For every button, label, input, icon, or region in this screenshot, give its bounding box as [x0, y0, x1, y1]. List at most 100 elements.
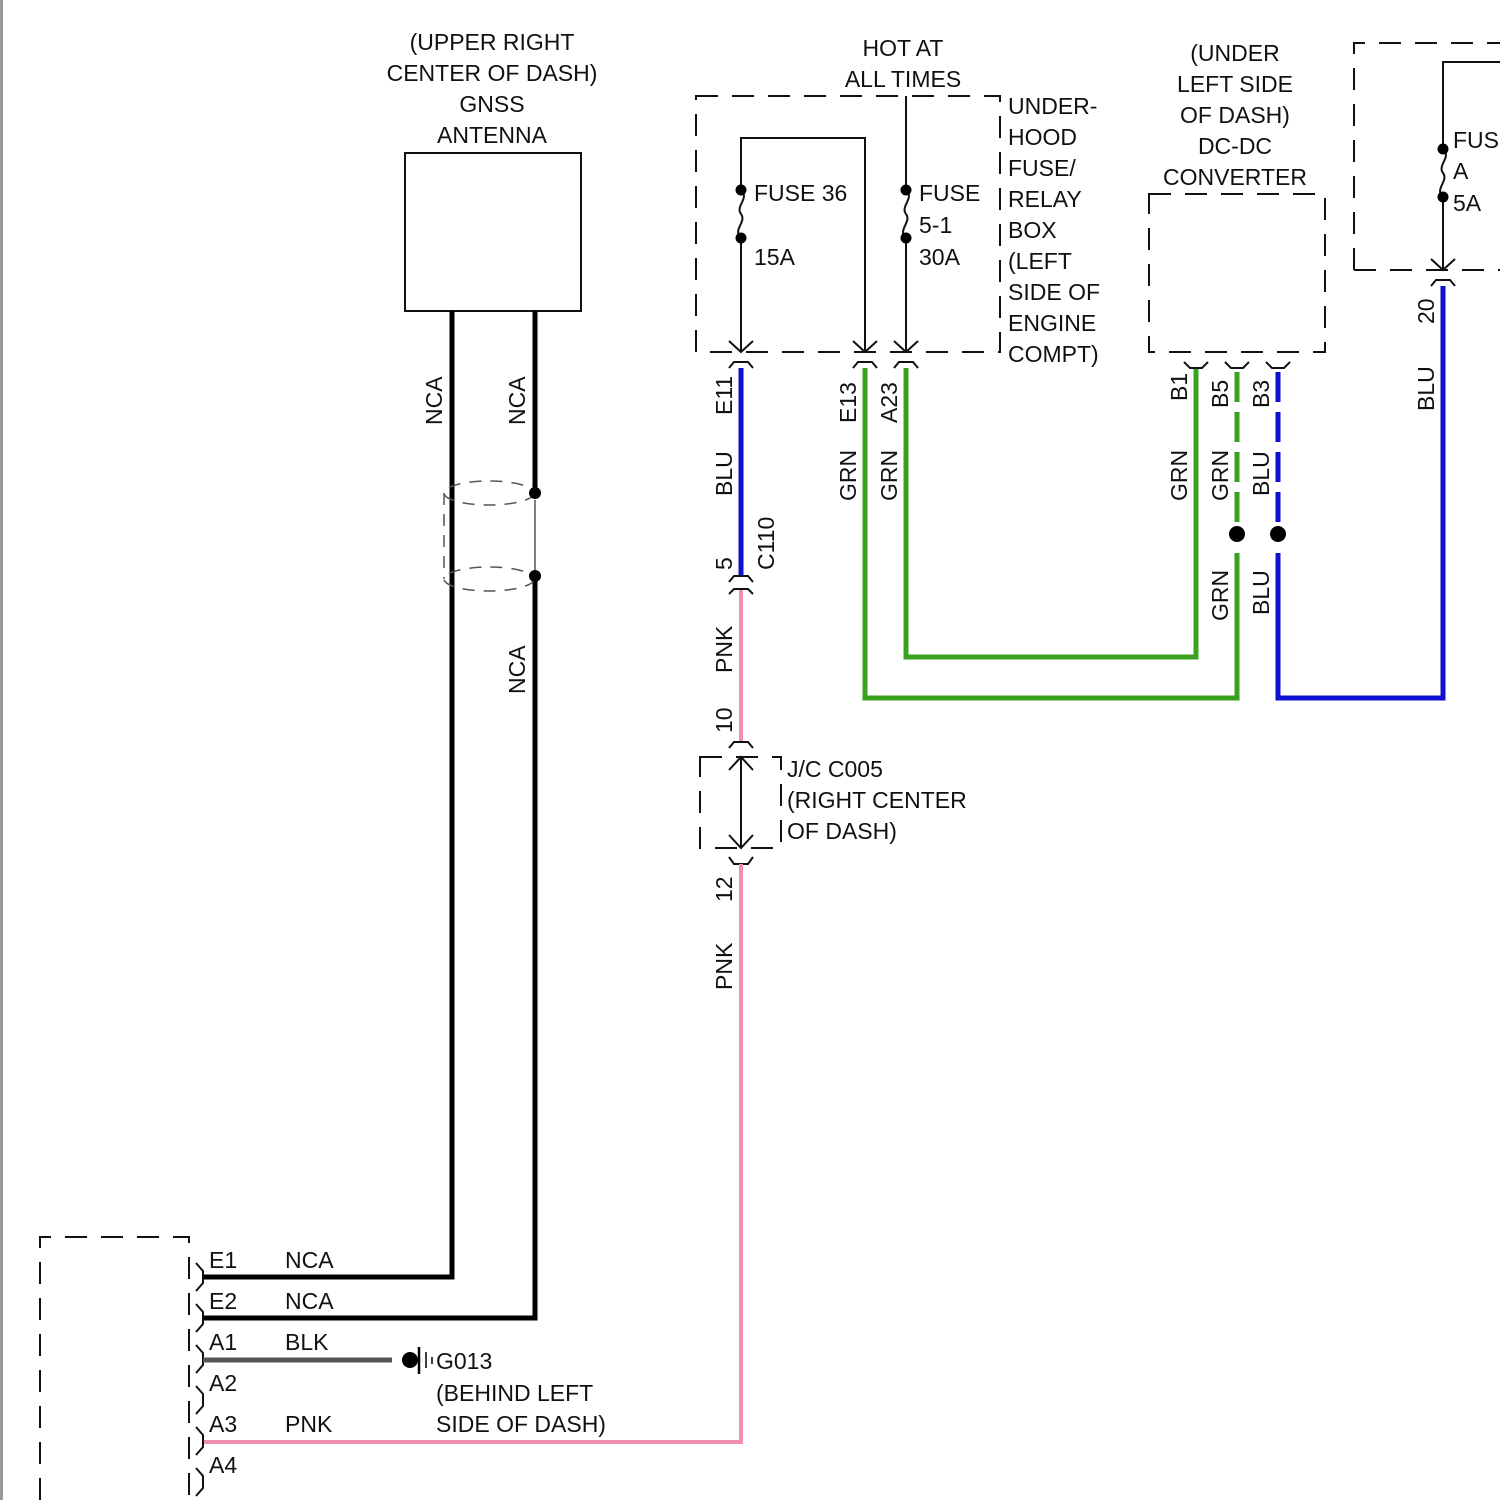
connector-arrow-icons	[1184, 362, 1290, 368]
connector-bracket-icon	[196, 1304, 203, 1332]
antenna-location-line2: CENTER OF DASH)	[387, 60, 598, 86]
module-outline	[40, 1237, 189, 1500]
module-pin-label: A3	[209, 1411, 237, 1437]
wire-nca-e1[interactable]	[203, 311, 452, 1277]
splice-dot-icon	[1270, 526, 1286, 542]
right-fuse-rating: 5A	[1453, 190, 1482, 216]
right-fuse-label1: FUS	[1453, 127, 1499, 153]
ground-location-line2: SIDE OF DASH)	[436, 1411, 606, 1437]
pin-label-20: 20	[1413, 298, 1439, 324]
module-pin-label: E2	[209, 1288, 237, 1314]
connector-bracket-icon	[196, 1386, 203, 1414]
wire-nca-e2-lower[interactable]	[203, 576, 535, 1318]
pin-label-e13: E13	[835, 382, 861, 423]
fuse51-label2: 5-1	[919, 212, 952, 238]
connector-label-c110: C110	[753, 517, 779, 570]
module-pin-label: A4	[209, 1452, 237, 1478]
wire-color-label-blu: BLU	[1248, 451, 1274, 496]
dcdc-pins: B1 GRN B5 GRN GRN B3 BLU BLU	[1166, 286, 1443, 698]
ground-dot-icon	[402, 1352, 418, 1368]
svg-text:BOX: BOX	[1008, 217, 1057, 243]
connector-bracket-icon	[196, 1263, 203, 1291]
antenna-box[interactable]	[405, 153, 581, 311]
svg-text:HOOD: HOOD	[1008, 124, 1077, 150]
module-wire-color-label: NCA	[285, 1247, 334, 1273]
connector-arrow-icon	[729, 742, 753, 748]
wire-color-label-blu: BLU	[711, 451, 737, 496]
wire-grn-e13[interactable]	[865, 368, 1237, 698]
fuse36-rating: 15A	[754, 244, 796, 270]
jc-label-line1: J/C C005	[787, 756, 883, 782]
module-wire-color-label: NCA	[285, 1288, 334, 1314]
ground-id: G013	[436, 1348, 492, 1374]
module-wire-color-label: BLK	[285, 1329, 329, 1355]
gnss-antenna[interactable]: (UPPER RIGHT CENTER OF DASH) GNSS ANTENN…	[387, 29, 598, 311]
supply-label-line2: ALL TIMES	[845, 66, 961, 92]
circuit-grn: E13 GRN A23 GRN	[835, 368, 1237, 698]
dcdc-label-line3: OF DASH)	[1180, 102, 1290, 128]
module-pin-label: A1	[209, 1329, 237, 1355]
wire-blu-b3[interactable]	[1278, 286, 1443, 698]
connector-arrow-icons	[729, 341, 918, 368]
pin-label-10: 10	[711, 707, 737, 733]
antenna-name-line2: ANTENNA	[437, 122, 548, 148]
connector-bracket-icon	[196, 1468, 203, 1496]
coax-shield-icon	[444, 481, 541, 591]
ground-g013[interactable]: G013 (BEHIND LEFT SIDE OF DASH)	[203, 1347, 606, 1437]
antenna-name-line1: GNSS	[459, 91, 524, 117]
fuse51-rating: 30A	[919, 244, 961, 270]
splice-dot-icon	[1229, 526, 1245, 542]
svg-text:COMPT): COMPT)	[1008, 341, 1099, 367]
antenna-location-line1: (UPPER RIGHT	[410, 29, 575, 55]
pin-label-a23: A23	[876, 382, 902, 423]
junction-connector-c005[interactable]: J/C C005 (RIGHT CENTER OF DASH)	[700, 756, 967, 864]
pin-label-12: 12	[711, 876, 737, 902]
pin-label-b1: B1	[1166, 373, 1192, 401]
wire-color-label-grn: GRN	[1207, 570, 1233, 621]
splice-dot-icon	[529, 487, 541, 499]
module-pin-row[interactable]: A4	[196, 1452, 237, 1496]
wire-label-nca-right-lower: NCA	[504, 645, 530, 694]
right-box-outline	[1354, 43, 1500, 270]
module-pin-row[interactable]: A2	[196, 1370, 237, 1414]
pin-label-c110-5: 5	[711, 557, 737, 570]
pin-label-e11: E11	[711, 376, 737, 415]
wire-color-label-blu: BLU	[1248, 570, 1274, 615]
wire-color-label-grn: GRN	[835, 450, 861, 501]
module-pin-label: A2	[209, 1370, 237, 1396]
fuse-36[interactable]: FUSE 36 15A	[736, 180, 848, 270]
connector-arrow-icon	[729, 857, 753, 864]
pin-label-b3: B3	[1248, 380, 1274, 408]
connector-bracket-icon	[196, 1345, 203, 1373]
wire-label-nca-left: NCA	[421, 376, 447, 425]
wire-color-label-pnk: PNK	[711, 942, 737, 990]
module-pin-row[interactable]: E1 NCA	[196, 1247, 334, 1291]
svg-text:RELAY: RELAY	[1008, 186, 1082, 212]
pin-label-b5: B5	[1207, 380, 1233, 408]
module-pin-label: E1	[209, 1247, 237, 1273]
svg-text:(LEFT: (LEFT	[1008, 248, 1072, 274]
dc-dc-converter[interactable]: (UNDER LEFT SIDE OF DASH) DC-DC CONVERTE…	[1149, 40, 1325, 368]
wire-label-nca-right: NCA	[504, 376, 530, 425]
module-pin-row[interactable]: A1 BLK	[196, 1329, 329, 1373]
underhood-fuse-relay-box[interactable]: HOT AT ALL TIMES UNDER- HOOD FUSE/ RELAY…	[696, 35, 1100, 368]
dcdc-label-line2: LEFT SIDE	[1177, 71, 1293, 97]
ground-location-line1: (BEHIND LEFT	[436, 1380, 593, 1406]
connector-bracket-icon	[196, 1427, 203, 1455]
svg-text:FUSE/: FUSE/	[1008, 155, 1076, 181]
supply-label-line1: HOT AT	[863, 35, 944, 61]
module-pin-row[interactable]: E2 NCA	[196, 1288, 334, 1332]
antenna-wires: NCA NCA NCA	[203, 311, 541, 1318]
wire-color-label-grn: GRN	[1166, 450, 1192, 501]
svg-text:SIDE OF: SIDE OF	[1008, 279, 1100, 305]
right-fuse-label2: A	[1453, 158, 1469, 184]
wire-grn-a23[interactable]	[906, 368, 1196, 657]
right-fuse-box[interactable]: FUS A 5A 20 BLU	[1354, 43, 1500, 411]
splice-dot-icon	[529, 570, 541, 582]
fuse-5-1[interactable]: FUSE 5-1 30A	[901, 180, 981, 270]
dcdc-label-line1: (UNDER	[1190, 40, 1279, 66]
fuse51-label1: FUSE	[919, 180, 980, 206]
wire-color-label-grn: GRN	[1207, 450, 1233, 501]
